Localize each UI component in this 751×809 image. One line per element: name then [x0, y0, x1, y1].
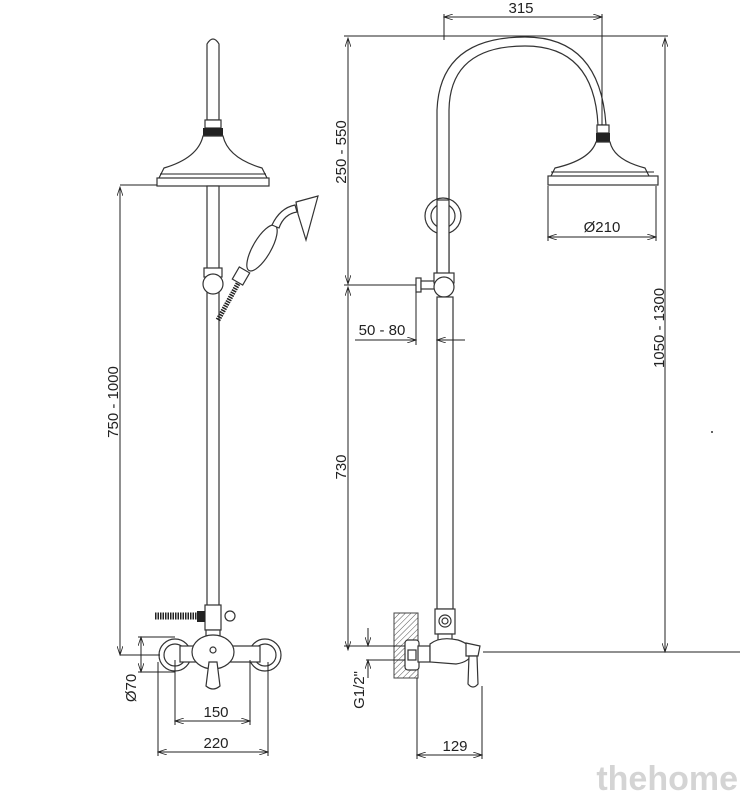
hose	[215, 278, 243, 322]
top-pipe	[206, 38, 220, 121]
diverter-body	[204, 604, 222, 631]
projection-label: 129	[442, 738, 467, 755]
bracket-height-label: 730	[333, 454, 350, 479]
rain-head	[157, 135, 269, 181]
wall-bracket	[415, 277, 422, 293]
escutcheon-diameter-label: Ø70	[123, 674, 140, 702]
height-label: 750 - 1000	[105, 366, 122, 438]
rain-head	[549, 141, 651, 179]
mixer-lever	[467, 655, 479, 688]
side-view: 315 Ø210 250 - 550 730 50 - 80 1050 - 13…	[333, 0, 740, 759]
hand-shower	[215, 195, 319, 322]
head-nut	[203, 128, 223, 136]
thread-label: G1/2"	[351, 671, 368, 709]
inlet-spacing-label: 150	[203, 704, 228, 721]
overall-width-label: 220	[203, 735, 228, 752]
head-connector	[204, 119, 222, 129]
head-diameter-label: Ø210	[584, 219, 621, 236]
bracket-offset-label: 50 - 80	[359, 322, 406, 339]
watermark: thehome	[596, 760, 738, 798]
front-view: 750 - 1000 Ø70 150 220	[105, 38, 319, 756]
riser-pipe	[436, 296, 454, 610]
diverter-knob	[224, 610, 236, 622]
mixer-lever-base	[465, 642, 481, 657]
rain-head-rim	[547, 175, 659, 186]
riser-pipe	[206, 185, 220, 609]
slider	[202, 273, 224, 295]
arm-height-label: 250 - 550	[333, 120, 350, 183]
rain-head-rim	[156, 177, 270, 187]
mixer-lever	[205, 661, 221, 690]
head-nut	[596, 133, 610, 142]
total-height-label: 1050 - 1300	[651, 288, 668, 368]
arm-reach-label: 315	[508, 0, 533, 17]
